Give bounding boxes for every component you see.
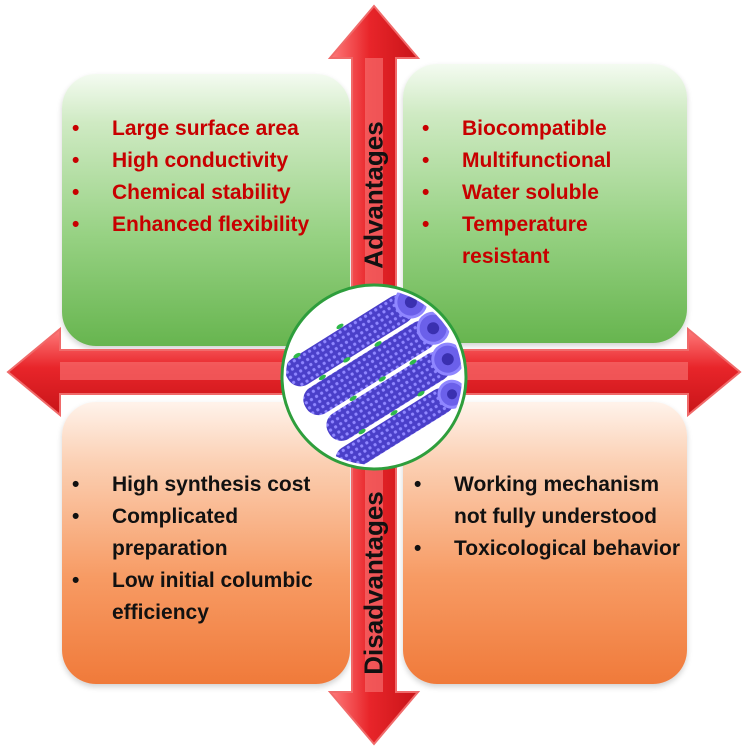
bullet-dot-icon: • (72, 149, 80, 172)
bullet-text: Temperature resistant (462, 213, 588, 268)
bullet-item: • Temperature resistant (418, 209, 678, 273)
bullet-item: • Toxicological behavior (410, 533, 685, 565)
bullet-text: Working mechanism not fully understood (454, 473, 659, 528)
bullet-text: High conductivity (112, 149, 289, 172)
bullet-item: • Enhanced flexibility (68, 209, 348, 241)
bullet-text: Chemical stability (112, 181, 291, 204)
bullet-text: Toxicological behavior (454, 537, 680, 560)
advantages-panel-right (403, 64, 687, 343)
bullet-text: High synthesis cost (112, 473, 311, 496)
bullet-text: Large surface area (112, 117, 299, 140)
bullet-text: Complicated preparation (112, 505, 239, 560)
bullet-item: • Low initial columbic efficiency (68, 565, 353, 629)
advantages-list-left: • Large surface area • High conductivity • Ch… (68, 113, 348, 241)
bullet-dot-icon: • (72, 213, 80, 236)
bullet-item: • High synthesis cost (68, 469, 353, 501)
bullet-dot-icon: • (422, 149, 430, 172)
bullet-dot-icon: • (72, 117, 80, 140)
bullet-text: Multifunctional (462, 149, 612, 172)
bullet-text: Enhanced flexibility (112, 213, 310, 236)
bullet-dot-icon: • (422, 181, 430, 204)
bullet-text: Water soluble (462, 181, 599, 204)
bullet-text: Low initial columbic efficiency (112, 569, 313, 624)
bullet-text: Biocompatible (462, 117, 607, 140)
disadvantages-panel-left (62, 402, 350, 684)
bullet-item: • Biocompatible (418, 113, 678, 145)
bullet-dot-icon: • (72, 181, 80, 204)
advantages-list-right: • Biocompatible • Multifunctional • Water sol… (418, 113, 678, 273)
bullet-dot-icon: • (414, 473, 422, 496)
disadvantages-panel-right (403, 402, 687, 684)
bullet-item: • Complicated preparation (68, 501, 353, 565)
bullet-item: • Large surface area (68, 113, 348, 145)
bullet-dot-icon: • (414, 537, 422, 560)
disadvantages-list-left: • High synthesis cost • Complicated prepara… (68, 469, 353, 629)
bullet-dot-icon: • (72, 505, 80, 528)
bullet-dot-icon: • (72, 473, 80, 496)
bullet-item: • Water soluble (418, 177, 678, 209)
disadvantages-list-right: •Working mechanism not fully understood•… (410, 469, 685, 565)
bullet-dot-icon: • (72, 569, 80, 592)
bullet-dot-icon: • (422, 117, 430, 140)
advantages-panel-left (62, 74, 350, 346)
bullet-dot-icon: • (422, 213, 430, 236)
bullet-item: • Chemical stability (68, 177, 348, 209)
bullet-item: • High conductivity (68, 145, 348, 177)
bullet-item: • Multifunctional (418, 145, 678, 177)
bullet-item: • Working mechanism not fully understood (410, 469, 685, 533)
